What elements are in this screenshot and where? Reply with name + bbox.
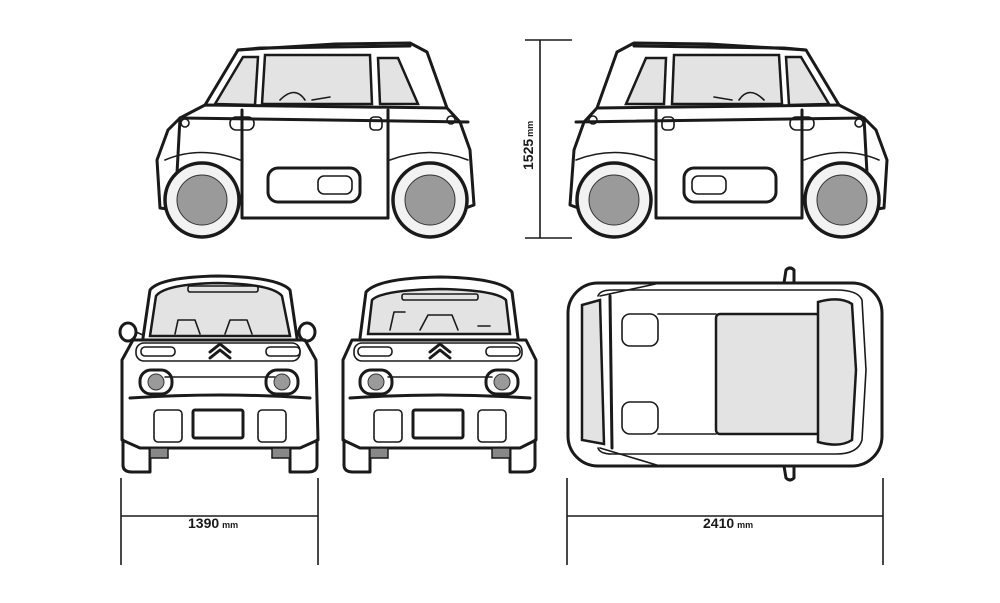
window-front xyxy=(212,55,260,107)
taillight-right xyxy=(484,368,520,396)
front-view xyxy=(118,274,320,474)
rear-window xyxy=(366,287,512,336)
height-dimension: 1525mm xyxy=(520,39,572,239)
roof-panel xyxy=(714,312,822,436)
brand-logo xyxy=(208,342,232,360)
window-door xyxy=(260,53,374,106)
mirror-left xyxy=(118,321,138,343)
side-view-left xyxy=(155,41,476,239)
top-windshield xyxy=(580,298,606,446)
headlight-left xyxy=(138,368,174,396)
rear-view xyxy=(341,275,538,474)
windshield xyxy=(148,281,292,338)
brand-logo-rear xyxy=(428,342,452,360)
plate-front xyxy=(191,408,245,440)
seat-driver xyxy=(621,313,659,347)
door-panel xyxy=(266,166,362,204)
mirror-right xyxy=(297,321,317,343)
top-mirror-left xyxy=(782,266,796,285)
side-view-right xyxy=(568,41,889,239)
top-body-outline xyxy=(566,281,884,468)
top-view xyxy=(566,266,884,482)
headlight-right xyxy=(264,368,300,396)
taillight-left xyxy=(358,368,394,396)
top-rear-window xyxy=(816,298,858,446)
height-label: 1525mm xyxy=(520,121,536,170)
plate-rear xyxy=(411,408,465,440)
top-mirror-right xyxy=(782,464,796,482)
window-rear xyxy=(376,56,420,106)
seat-passenger xyxy=(621,401,659,435)
